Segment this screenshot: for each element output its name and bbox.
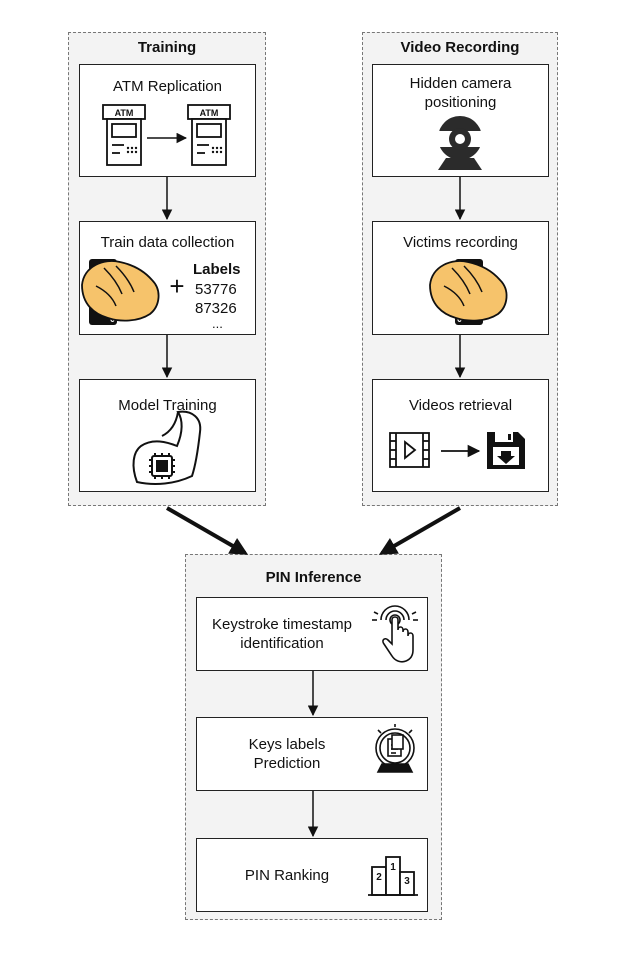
labels-title: Labels <box>193 261 241 278</box>
atm-sign-text: ATM <box>115 108 134 118</box>
video-recording-group-title: Video Recording <box>400 39 520 56</box>
train-data-collection-label: Train data collection <box>100 234 235 251</box>
tap-finger-icon <box>372 605 418 663</box>
plus-sign: + <box>169 271 184 301</box>
hidden-camera-label-line1: Hidden camera <box>409 75 512 92</box>
victims-recording-label: Victims recording <box>403 234 518 251</box>
training-group-title: Training <box>137 39 197 56</box>
keystroke-identification-box: Keystroke timestamp identification <box>196 597 428 671</box>
podium-digit-3: 3 <box>404 876 410 887</box>
camera-icon <box>438 116 482 170</box>
pin-inference-group-title: PIN Inference <box>265 569 362 586</box>
hand-keypad-icon-victims: 1 0 <box>429 259 508 325</box>
keystroke-label-line1: Keystroke timestamp <box>211 616 353 633</box>
arrow-video-to-inference <box>378 506 461 555</box>
floppy-disk-icon <box>487 432 525 469</box>
label-value-2: 87326 <box>195 300 237 317</box>
video-file-icon <box>389 432 430 468</box>
atm-icon-replica <box>187 104 231 166</box>
atm-replication-label: ATM Replication <box>113 78 222 95</box>
flexed-arm-icon <box>132 410 202 485</box>
podium-icon <box>368 856 418 896</box>
label-value-ellipsis: ... <box>212 316 223 331</box>
keystroke-label-line2: identification <box>240 635 324 652</box>
keys-labels-line2: Prediction <box>253 755 321 772</box>
model-training-label: Model Training <box>118 397 217 414</box>
label-value-1: 53776 <box>195 281 237 298</box>
crystal-ball-icon <box>375 724 415 773</box>
atm-sign-text-replica: ATM <box>200 108 219 118</box>
arrow-training-to-inference <box>166 506 249 555</box>
videos-retrieval-label: Videos retrieval <box>408 397 513 414</box>
keys-labels-line1: Keys labels <box>248 736 326 753</box>
atm-icon <box>102 104 146 166</box>
hand-keypad-icon: 1 0 <box>81 259 160 325</box>
hidden-camera-label-line2: positioning <box>424 94 497 111</box>
podium-digit-2: 2 <box>376 872 382 883</box>
podium-digit-1: 1 <box>390 862 396 873</box>
pin-ranking-label: PIN Ranking <box>244 867 330 884</box>
